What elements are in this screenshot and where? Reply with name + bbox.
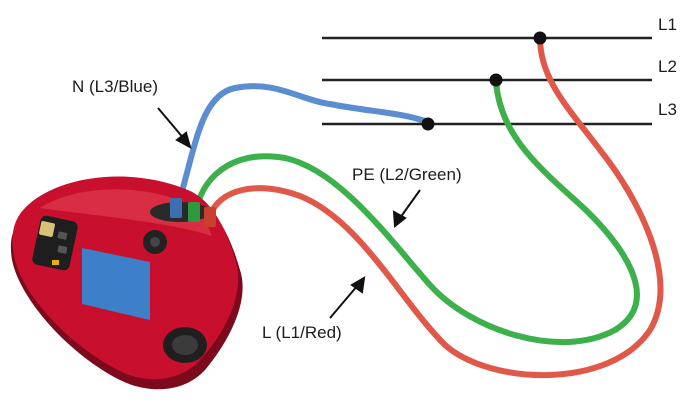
test-button bbox=[39, 221, 55, 237]
display-screen bbox=[82, 248, 150, 320]
line-lead-red bbox=[207, 35, 664, 378]
phase-label-l1: L1 bbox=[658, 15, 677, 34]
phase-label-l3: L3 bbox=[658, 100, 677, 119]
earth-lead-label: PE (L2/Green) bbox=[352, 165, 462, 184]
junction-dot-l2 bbox=[489, 73, 503, 87]
earth-label-arrow bbox=[399, 189, 421, 219]
phase-label-l2: L2 bbox=[658, 57, 677, 76]
line-lead-label: L (L1/Red) bbox=[262, 323, 342, 342]
junction-dot-l1 bbox=[533, 31, 547, 45]
neutral-lead-blue bbox=[175, 83, 431, 208]
line-label-arrow bbox=[329, 284, 359, 319]
neutral-label-arrow bbox=[157, 107, 186, 141]
phase-lines bbox=[322, 36, 652, 126]
neutral-lead-label: N (L3/Blue) bbox=[72, 77, 158, 96]
line-plug bbox=[204, 207, 216, 227]
indicator-led bbox=[52, 260, 59, 265]
junction-dot-l3 bbox=[421, 117, 435, 131]
neutral-plug bbox=[170, 198, 182, 218]
earth-plug bbox=[188, 202, 200, 222]
earth-lead-green bbox=[193, 79, 640, 346]
tester-device bbox=[10, 176, 243, 390]
